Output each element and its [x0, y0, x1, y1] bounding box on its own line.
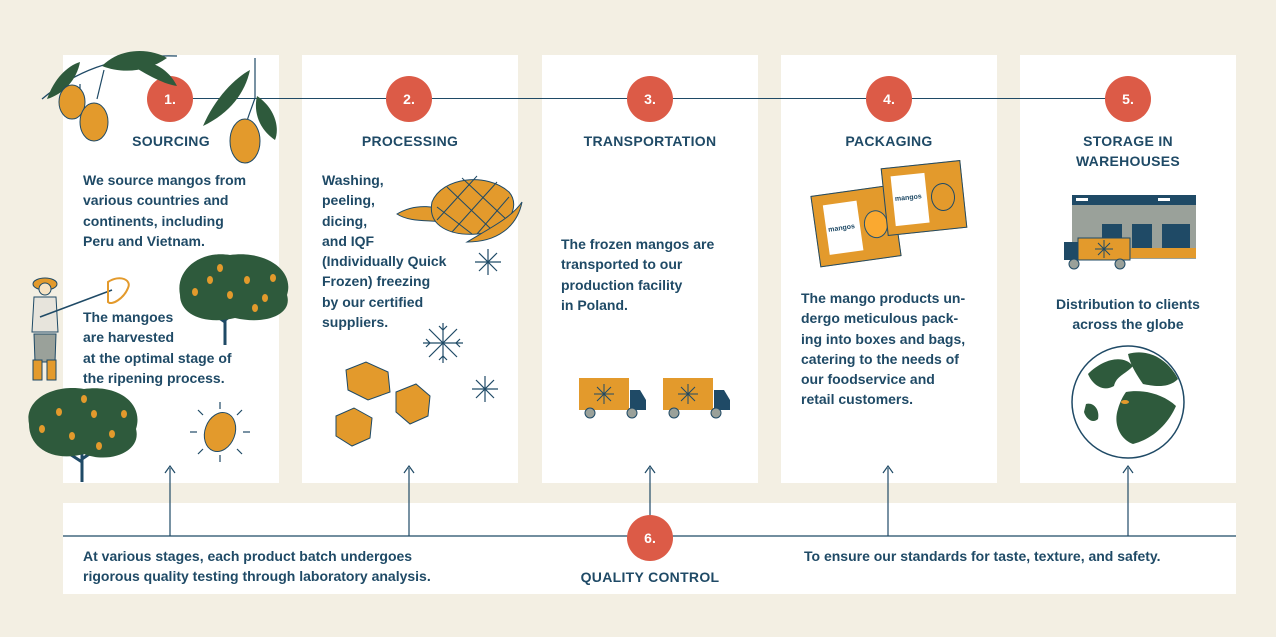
quality-right-text: To ensure our standards for taste, textu…: [804, 548, 1161, 564]
step-title-sourcing: SOURCING: [132, 133, 210, 149]
step-number-badge: 3.: [627, 76, 673, 122]
sourcing-text: We source mangos from various countries …: [83, 172, 247, 249]
delivery-truck-icon: [579, 378, 646, 419]
mango-branch-icon: [41, 51, 178, 142]
step-number-badge: 5.: [1105, 76, 1151, 122]
quality-left-text: At various stages, each product batch un…: [83, 548, 431, 585]
step-title-packaging: PACKAGING: [845, 133, 933, 149]
mango-slices-icon: [396, 175, 523, 243]
delivery-truck-icon: [663, 378, 730, 419]
mango-tree-icon: [179, 254, 289, 345]
step-number-badge: 4.: [866, 76, 912, 122]
step-title-processing: PROCESSING: [361, 133, 459, 149]
transportation-text: The frozen mangos are transported to our…: [561, 236, 715, 313]
quality-title: QUALITY CONTROL: [580, 569, 720, 585]
harvest-text: The mangoes are harvested at the optimal…: [83, 309, 232, 386]
snowflake-icon: [472, 376, 498, 402]
snowflake-icon: [475, 249, 501, 275]
step-title-storage: STORAGE IN WAREHOUSES: [1075, 133, 1181, 169]
step-title-transportation: TRANSPORTATION: [583, 133, 717, 149]
storage-text: Distribution to clients across the globe: [1056, 296, 1200, 333]
step-panel-packaging: [781, 55, 997, 483]
step-number-badge: 2.: [386, 76, 432, 122]
mango-tree-icon: [28, 388, 138, 482]
processing-text: Washing, peeling, dicing, and IQF (Indiv…: [322, 172, 447, 331]
farmer-icon: [31, 277, 130, 381]
mango-cubes-icon: [335, 361, 431, 447]
sun-mango-icon: [190, 402, 250, 462]
quality-number-badge: 6.: [627, 515, 673, 561]
snowflake-icon: [423, 323, 463, 363]
globe-icon: [1071, 345, 1185, 459]
mango-bag-icon: mangos: [880, 160, 968, 236]
mango-branch-icon: [203, 58, 277, 164]
warehouse-icon: [1064, 195, 1196, 270]
step-panel-transportation: [542, 55, 758, 483]
packaging-text: The mango products un- dergo meticulous …: [801, 290, 966, 408]
